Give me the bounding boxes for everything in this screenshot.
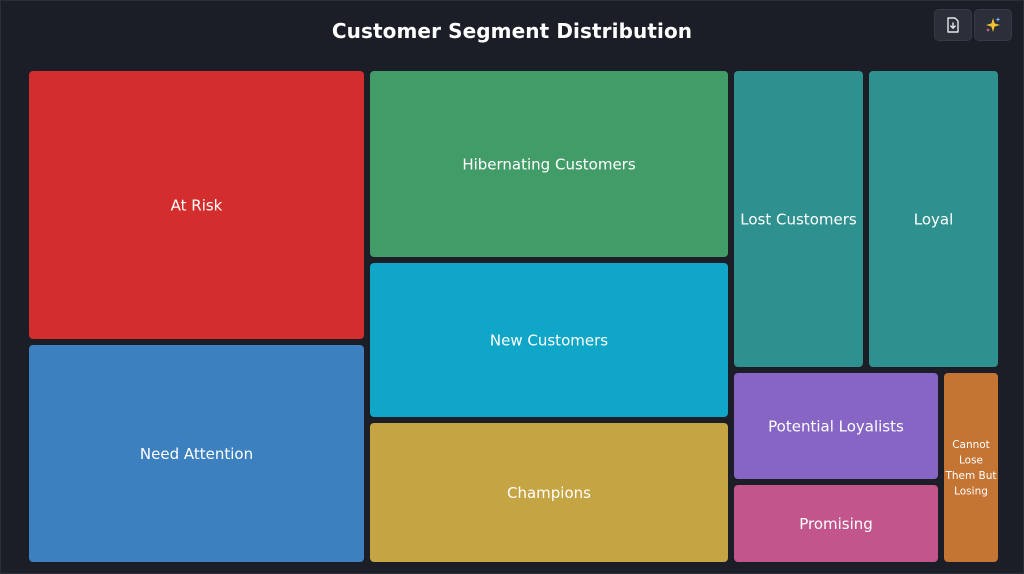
treemap-tile-lost-customers[interactable]: Lost Customers	[734, 71, 863, 367]
treemap-rect[interactable]	[734, 71, 863, 367]
treemap-label: Lost Customers	[740, 210, 857, 228]
treemap-label: Potential Loyalists	[768, 417, 904, 435]
treemap-tile-loyal[interactable]: Loyal	[869, 71, 998, 367]
treemap-rect[interactable]	[370, 71, 728, 257]
sparkles-icon	[986, 17, 1001, 32]
treemap-rect[interactable]	[869, 71, 998, 367]
treemap-tile-need-attention[interactable]: Need Attention	[29, 345, 364, 562]
treemap-tile-champions[interactable]: Champions	[370, 423, 728, 562]
treemap-label: Loyal	[914, 210, 954, 228]
treemap-tile-new-customers[interactable]: New Customers	[370, 263, 728, 417]
treemap-tile-potential-loyalists[interactable]: Potential Loyalists	[734, 373, 938, 479]
treemap-rect[interactable]	[29, 345, 364, 562]
chart-title: Customer Segment Distribution	[331, 19, 693, 43]
treemap-rect[interactable]	[734, 373, 938, 479]
treemap-label: Need Attention	[140, 445, 253, 463]
treemap-rect[interactable]	[370, 423, 728, 562]
treemap-label: Hibernating Customers	[462, 155, 636, 173]
treemap-tile-at-risk[interactable]: At Risk	[29, 71, 364, 339]
treemap-label: Champions	[507, 484, 591, 502]
treemap-rect[interactable]	[734, 485, 938, 562]
ai-insights-button[interactable]	[974, 9, 1012, 41]
chart-toolbar	[934, 9, 1012, 41]
treemap-label: Promising	[799, 515, 873, 533]
treemap-rect[interactable]	[944, 373, 998, 562]
file-download-icon	[947, 17, 959, 33]
export-button[interactable]	[934, 9, 972, 41]
treemap-label: At Risk	[171, 196, 223, 214]
treemap-label: New Customers	[490, 331, 608, 349]
treemap-tile-hibernating-customers[interactable]: Hibernating Customers	[370, 71, 728, 257]
treemap-rect[interactable]	[29, 71, 364, 339]
treemap-rect[interactable]	[370, 263, 728, 417]
treemap-tile-promising[interactable]: Promising	[734, 485, 938, 562]
